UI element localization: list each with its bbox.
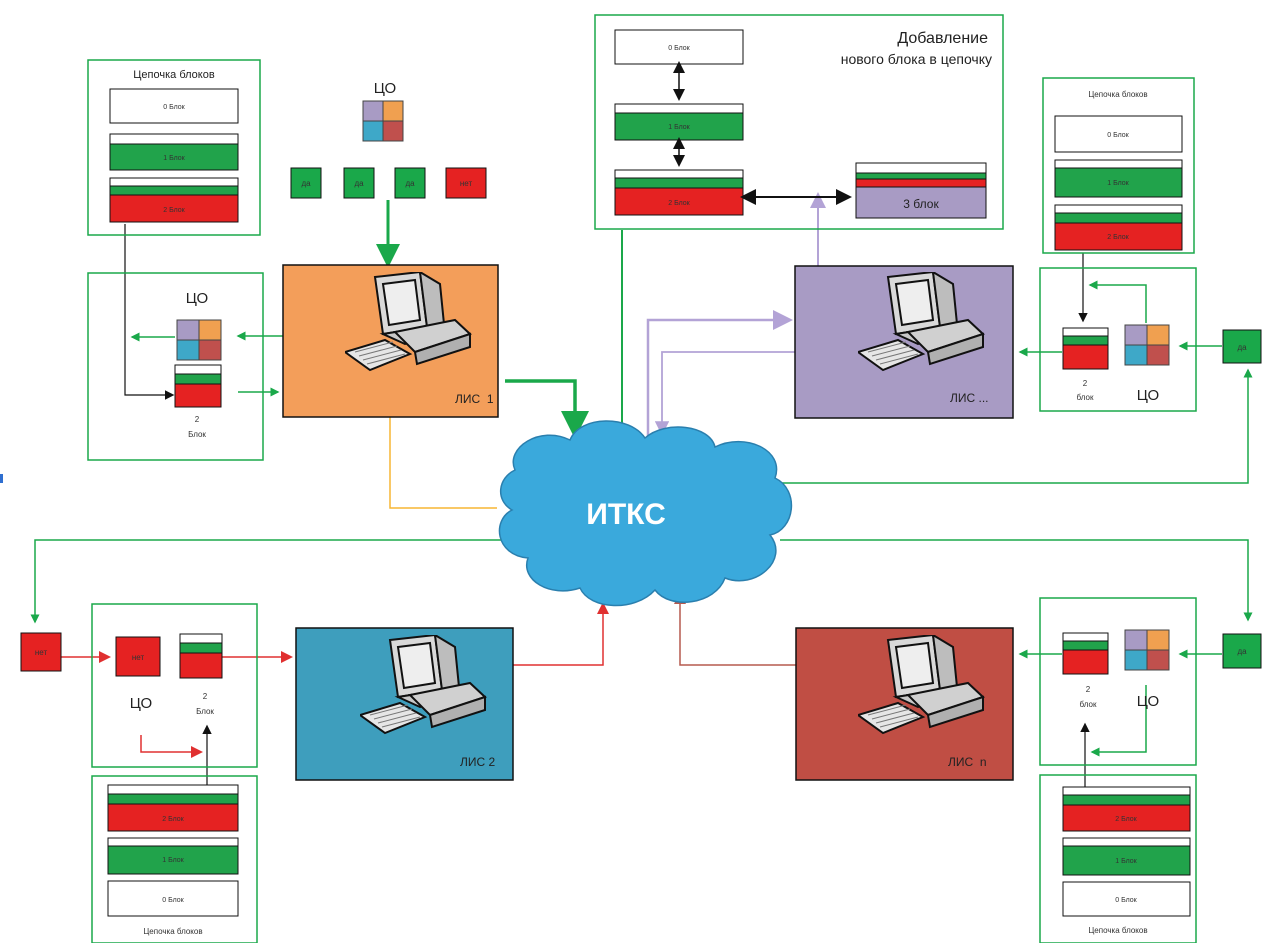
vote-label: да — [1237, 647, 1247, 656]
lis1-label: ЛИС 1 — [455, 392, 494, 406]
lis1-node: ЛИС 1 — [282, 264, 499, 418]
block-word: блок — [1080, 700, 1097, 709]
block-num: 2 — [1083, 379, 1088, 388]
block-label: 0 Блок — [668, 45, 690, 52]
left-mid-panel: ЦО 2 Блок — [87, 272, 264, 461]
lis-n-node: ЛИС n — [795, 627, 1014, 781]
bottom-right-panel: 2 блок ЦО — [1039, 597, 1197, 766]
block-label: 2 Блок — [162, 816, 184, 823]
lis2-node: ЛИС 2 — [295, 627, 514, 781]
co-label: ЦО — [1137, 387, 1159, 404]
block-label: 1 Блок — [163, 155, 185, 162]
itks-cloud: ИТКС — [498, 420, 792, 607]
top-co-votes: ЦО да да да нет — [290, 80, 487, 199]
block-label: 0 Блок — [1107, 132, 1129, 139]
co-grid-icon — [1124, 324, 1170, 366]
block-word: Блок — [188, 430, 206, 439]
block-label: 1 Блок — [1115, 858, 1137, 865]
block-label: 2 Блок — [163, 207, 185, 214]
co-grid-icon — [176, 319, 222, 361]
block-num: 2 — [1086, 685, 1091, 694]
panel-title-2: нового блока в цепочку — [841, 51, 992, 67]
vote-label: нет — [132, 653, 145, 662]
block-label: 0 Блок — [162, 897, 184, 904]
chain-title: Цепочка блоков — [143, 927, 202, 936]
block-num: 2 — [195, 415, 200, 424]
panel-title-1: Добавление — [897, 30, 988, 47]
vote-label: да — [301, 179, 311, 188]
new-block-label: 3 блок — [903, 197, 939, 211]
add-block-panel: Добавление нового блока в цепочку 0 Блок… — [594, 14, 1004, 230]
block-label: 2 Блок — [1107, 234, 1129, 241]
vote-label: да — [405, 179, 415, 188]
right-top-chain-panel: Цепочка блоков 0 Блок 1 Блок 2 Блок — [1042, 77, 1195, 254]
lis-dots-node: ЛИС ... — [794, 265, 1014, 419]
block-label: 1 Блок — [668, 124, 690, 131]
top-left-chain-panel: Цепочка блоков 0 Блок 1 Блок 2 Блок — [87, 59, 261, 236]
bottom-left-chain-panel: 2 Блок 1 Блок 0 Блок Цепочка блоков — [91, 775, 258, 943]
chain-title: Цепочка блоков — [1088, 926, 1147, 935]
block-num: 2 — [203, 692, 208, 701]
block-label: 2 Блок — [668, 200, 690, 207]
lis2-label: ЛИС 2 — [460, 755, 496, 769]
edge-mark — [0, 474, 3, 483]
co-grid-icon — [1124, 629, 1170, 671]
block-label: 2 Блок — [1115, 816, 1137, 823]
block-label: 1 Блок — [1107, 180, 1129, 187]
right-mid-panel: 2 блок ЦО — [1039, 267, 1197, 412]
bottom-left-panel: нет ЦО 2 Блок — [91, 603, 258, 768]
block-word: Блок — [196, 707, 214, 716]
co-label: ЦО — [130, 695, 152, 712]
vote-label: нет — [35, 648, 48, 657]
vote-label: да — [354, 179, 364, 188]
co-label: ЦО — [1137, 693, 1159, 710]
co-grid-icon — [362, 100, 404, 142]
block-label: 1 Блок — [162, 857, 184, 864]
vote-label: нет — [460, 179, 473, 188]
chain-title: Цепочка блоков — [1088, 90, 1147, 99]
lis-n-label: ЛИС n — [948, 755, 987, 769]
cloud-label: ИТКС — [586, 498, 665, 531]
vote-label: да — [1237, 343, 1247, 352]
chain-title: Цепочка блоков — [133, 69, 215, 81]
block-label: 0 Блок — [163, 104, 185, 111]
co-label: ЦО — [186, 290, 208, 307]
block-label: 0 Блок — [1115, 897, 1137, 904]
lis-dots-label: ЛИС ... — [950, 391, 989, 405]
bottom-right-chain-panel: 2 Блок 1 Блок 0 Блок Цепочка блоков — [1039, 774, 1197, 943]
co-label: ЦО — [374, 80, 396, 97]
block-word: блок — [1077, 393, 1094, 402]
